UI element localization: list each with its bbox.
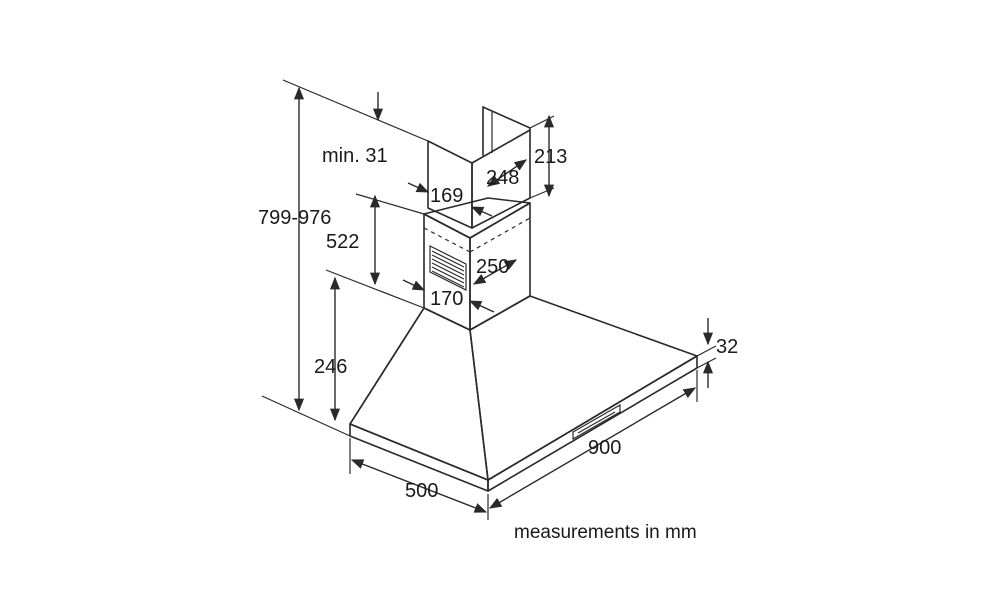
label-total-height: 799-976 xyxy=(258,207,331,229)
canopy-front xyxy=(349,307,489,481)
label-lower-chimney-depth: 170 xyxy=(430,288,463,310)
label-lower-chimney-height: 522 xyxy=(326,231,359,253)
label-lower-chimney-width: 250 xyxy=(476,256,509,278)
label-upper-chimney-depth: 169 xyxy=(430,185,463,207)
hood-base-side xyxy=(487,355,698,492)
chimney-joint-dash-front xyxy=(423,227,471,253)
lower-chimney-top xyxy=(423,197,531,239)
upper-chimney-back xyxy=(482,106,531,131)
dimension-lines xyxy=(261,79,717,520)
control-panel-icon xyxy=(572,403,621,441)
label-canopy-height: 246 xyxy=(314,356,347,378)
chimney-joint-dash-side xyxy=(469,217,531,253)
label-upper-chimney-width: 248 xyxy=(486,167,519,189)
label-upper-chimney-height: 213 xyxy=(534,146,567,168)
label-hood-width: 900 xyxy=(588,437,621,459)
measurements-caption: measurements in mm xyxy=(514,522,697,543)
label-hood-depth: 500 xyxy=(405,480,438,502)
canopy-left-edge xyxy=(349,307,425,425)
label-min-top: min. 31 xyxy=(322,145,388,167)
label-edge-thickness: 32 xyxy=(716,336,738,358)
vent-grille-icon xyxy=(429,245,467,291)
